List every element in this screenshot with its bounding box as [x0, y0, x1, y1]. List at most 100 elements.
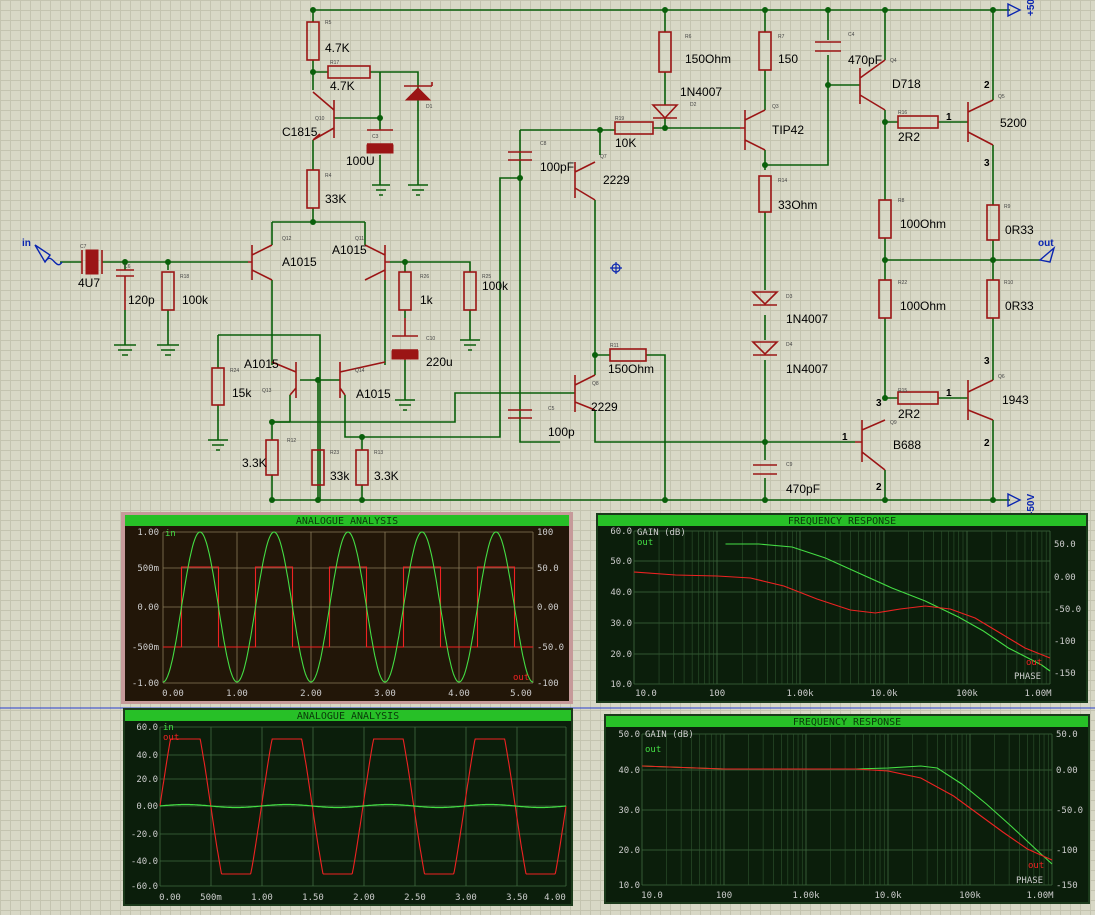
- resistor-r7: [758, 31, 772, 71]
- trace-in-sine: [162, 531, 534, 683]
- analogue-graph-1[interactable]: ANALOGUE ANALYSIS in out 1.00 500m 0.00 …: [121, 512, 573, 704]
- value-r15: 2R2: [898, 407, 920, 421]
- trace-label-out-phase: out: [1026, 658, 1042, 668]
- svg-text:0.00: 0.00: [136, 802, 158, 812]
- x-ticks: 0.00 1.00 2.00 3.00 4.00 5.00: [162, 689, 532, 699]
- svg-text:R14: R14: [778, 178, 787, 184]
- value-r11: 150Ohm: [608, 362, 654, 376]
- y-left-ticks: 60.0 50.0 40.0 30.0 20.0 10.0: [610, 527, 632, 690]
- svg-text:5.00: 5.00: [510, 689, 532, 699]
- graph-title: FREQUENCY RESPONSE: [793, 717, 901, 728]
- svg-text:20.0: 20.0: [618, 846, 640, 856]
- svg-text:R19: R19: [615, 116, 624, 122]
- x-ticks: 10.0 100 1.00k 10.0k 100k 1.00M: [641, 891, 1054, 901]
- value-q7: 2229: [603, 173, 630, 187]
- component-values: 4.7K 4.7K C1815 100U 33K 4U7 120p 100k A…: [78, 41, 1034, 496]
- capacitor-c3: [366, 144, 394, 154]
- value-c3: 100U: [346, 154, 375, 168]
- svg-text:3: 3: [984, 158, 990, 169]
- x-ticks: 10.0 100 1.00k 10.0k 100k 1.00M: [635, 689, 1052, 699]
- svg-text:D1: D1: [426, 104, 433, 110]
- value-q9: B688: [893, 438, 921, 452]
- svg-text:Q5: Q5: [998, 94, 1005, 100]
- svg-text:-500m: -500m: [132, 643, 159, 653]
- capacitors: [81, 41, 841, 475]
- svg-text:R25: R25: [482, 274, 491, 280]
- svg-text:1: 1: [946, 112, 952, 123]
- transistors: [248, 59, 994, 471]
- value-r7: 150: [778, 52, 798, 66]
- value-r17: 4.7K: [330, 79, 355, 93]
- value-r6: 150Ohm: [685, 52, 731, 66]
- transistor-q9: [855, 419, 886, 471]
- analogue-graph-2[interactable]: ANALOGUE ANALYSIS in out 60.0 40.0 20.0 …: [123, 708, 573, 906]
- svg-text:R11: R11: [610, 343, 619, 349]
- frequency-response-graph-2[interactable]: FREQUENCY RESPONSE GAIN (dB) out out PHA…: [604, 714, 1090, 904]
- resistor-r13: [355, 449, 369, 486]
- trace-gain: [725, 543, 1051, 672]
- axis-label-phase: PHASE: [1014, 672, 1041, 682]
- svg-text:0.00: 0.00: [162, 689, 184, 699]
- capacitor-c5: [508, 409, 532, 419]
- resistor-r23: [311, 449, 325, 486]
- svg-text:C5: C5: [548, 406, 555, 412]
- value-q14: A1015: [356, 387, 391, 401]
- value-r23: 33k: [330, 469, 350, 483]
- resistor-r17: [327, 65, 371, 79]
- svg-text:C3: C3: [372, 134, 379, 140]
- trace-out-square: [163, 566, 533, 648]
- svg-text:1: 1: [842, 432, 848, 443]
- value-r9: 0R33: [1005, 223, 1034, 237]
- value-d2: 1N4007: [680, 85, 722, 99]
- svg-text:R6: R6: [685, 34, 692, 40]
- svg-text:1.00k: 1.00k: [786, 689, 814, 699]
- zener-d1: [404, 87, 432, 101]
- y-left-ticks: 1.00 500m 0.00 -500m -1.00: [132, 528, 159, 689]
- transistor-q4: [859, 59, 886, 111]
- value-c7: 4U7: [78, 276, 100, 290]
- resistor-r18: [161, 271, 175, 311]
- svg-text:3.00: 3.00: [455, 893, 477, 903]
- svg-text:20.0: 20.0: [610, 650, 632, 660]
- svg-text:30.0: 30.0: [618, 806, 640, 816]
- vneg-terminal-icon: [1007, 492, 1022, 508]
- resistors: [161, 21, 1000, 486]
- graph-title: ANALOGUE ANALYSIS: [296, 516, 398, 527]
- transistor-q5: [967, 99, 994, 146]
- transistor-q11: [364, 244, 390, 281]
- svg-text:R18: R18: [180, 274, 189, 280]
- capacitor-c9: [753, 464, 777, 475]
- svg-text:1.00: 1.00: [251, 893, 273, 903]
- svg-text:-150: -150: [1056, 881, 1078, 891]
- output-terminal-icon: [1038, 245, 1056, 263]
- svg-text:-100: -100: [537, 679, 559, 689]
- trace-in: [159, 803, 567, 809]
- svg-text:-100: -100: [1056, 846, 1078, 856]
- graph-panel: [606, 716, 1088, 902]
- graph-panel: [598, 515, 1086, 701]
- svg-text:Q11: Q11: [355, 236, 364, 242]
- capacitor-c8: [508, 151, 532, 161]
- svg-text:10.0k: 10.0k: [874, 891, 902, 901]
- svg-text:0.00: 0.00: [1056, 766, 1078, 776]
- resistor-r15: [897, 391, 939, 405]
- trace-label-in: in: [165, 529, 176, 539]
- transistor-q14: [339, 361, 386, 398]
- resistor-r24: [211, 367, 225, 406]
- svg-text:4.00: 4.00: [544, 893, 566, 903]
- svg-text:2: 2: [984, 80, 990, 91]
- svg-text:0.00: 0.00: [537, 603, 559, 613]
- svg-text:2.50: 2.50: [404, 893, 426, 903]
- svg-text:3.00: 3.00: [374, 689, 396, 699]
- svg-text:D2: D2: [690, 102, 697, 108]
- diode-d3: [751, 291, 779, 306]
- transistor-q8: [574, 374, 596, 412]
- frequency-response-graph-1[interactable]: FREQUENCY RESPONSE GAIN (dB) out out PHA…: [596, 513, 1088, 703]
- value-c5: 100p: [548, 425, 575, 439]
- diode-d4: [751, 341, 779, 356]
- net-label-vneg: -50V: [1026, 494, 1037, 515]
- graph-title-bar: [125, 710, 571, 721]
- resistor-r4: [306, 169, 320, 209]
- graph-panel: [125, 515, 569, 701]
